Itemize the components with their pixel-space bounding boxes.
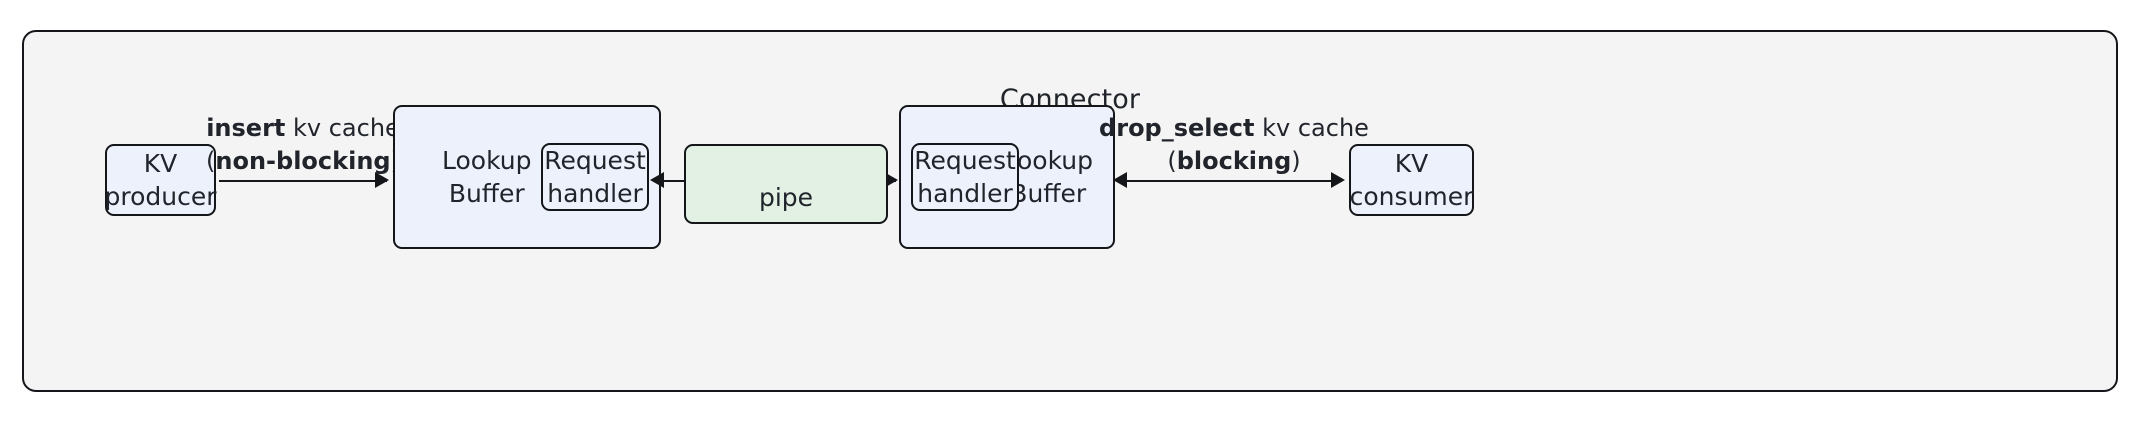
edge-insert-label: insert kv cache (non-blocking) [178,112,428,178]
edge-insert-op: insert [206,114,286,142]
node-request-handler-right: Request handler [911,143,1019,211]
edge-drop-select-mode: blocking [1176,147,1292,176]
arrowhead-right-icon [375,172,389,188]
edge-drop-select-rest: kv cache [1254,114,1369,142]
edge-drop-select-paren-open: ( [1167,147,1177,176]
edge-insert-paren-open: ( [206,147,216,176]
node-pipe-label: pipe [758,183,814,212]
edge-insert-mode: non-blocking [215,147,391,176]
node-kv-producer: KV producer [104,144,217,216]
edge-drop-select-label: drop_select kv cache (blocking) [1089,112,1379,178]
arrowhead-left-icon [650,172,664,188]
node-kv-producer-label: KV producer [104,149,217,211]
node-lookup-buffer-left: Lookup Buffer [393,105,661,249]
node-lookup-buffer-left-label: Lookup Buffer [442,146,532,208]
arrowhead-right-icon [1331,172,1345,188]
edge-insert-rest: kv cache [285,114,400,142]
edge-drop-select-line [1126,180,1342,182]
edge-drop-select-paren-close: ) [1291,147,1301,176]
edge-insert-line [219,180,387,182]
arrowhead-left-icon [1113,172,1127,188]
node-pipe: pipe [684,144,888,224]
edge-pipe-left-line [660,180,692,182]
node-kv-consumer: KV consumer [1349,144,1474,216]
node-lookup-buffer-right: Lookup Buffer [899,105,1115,249]
node-kv-consumer-label: KV consumer [1349,149,1474,211]
node-request-handler-left: Request handler [541,143,649,211]
edge-drop-select-op: drop_select [1099,114,1255,142]
